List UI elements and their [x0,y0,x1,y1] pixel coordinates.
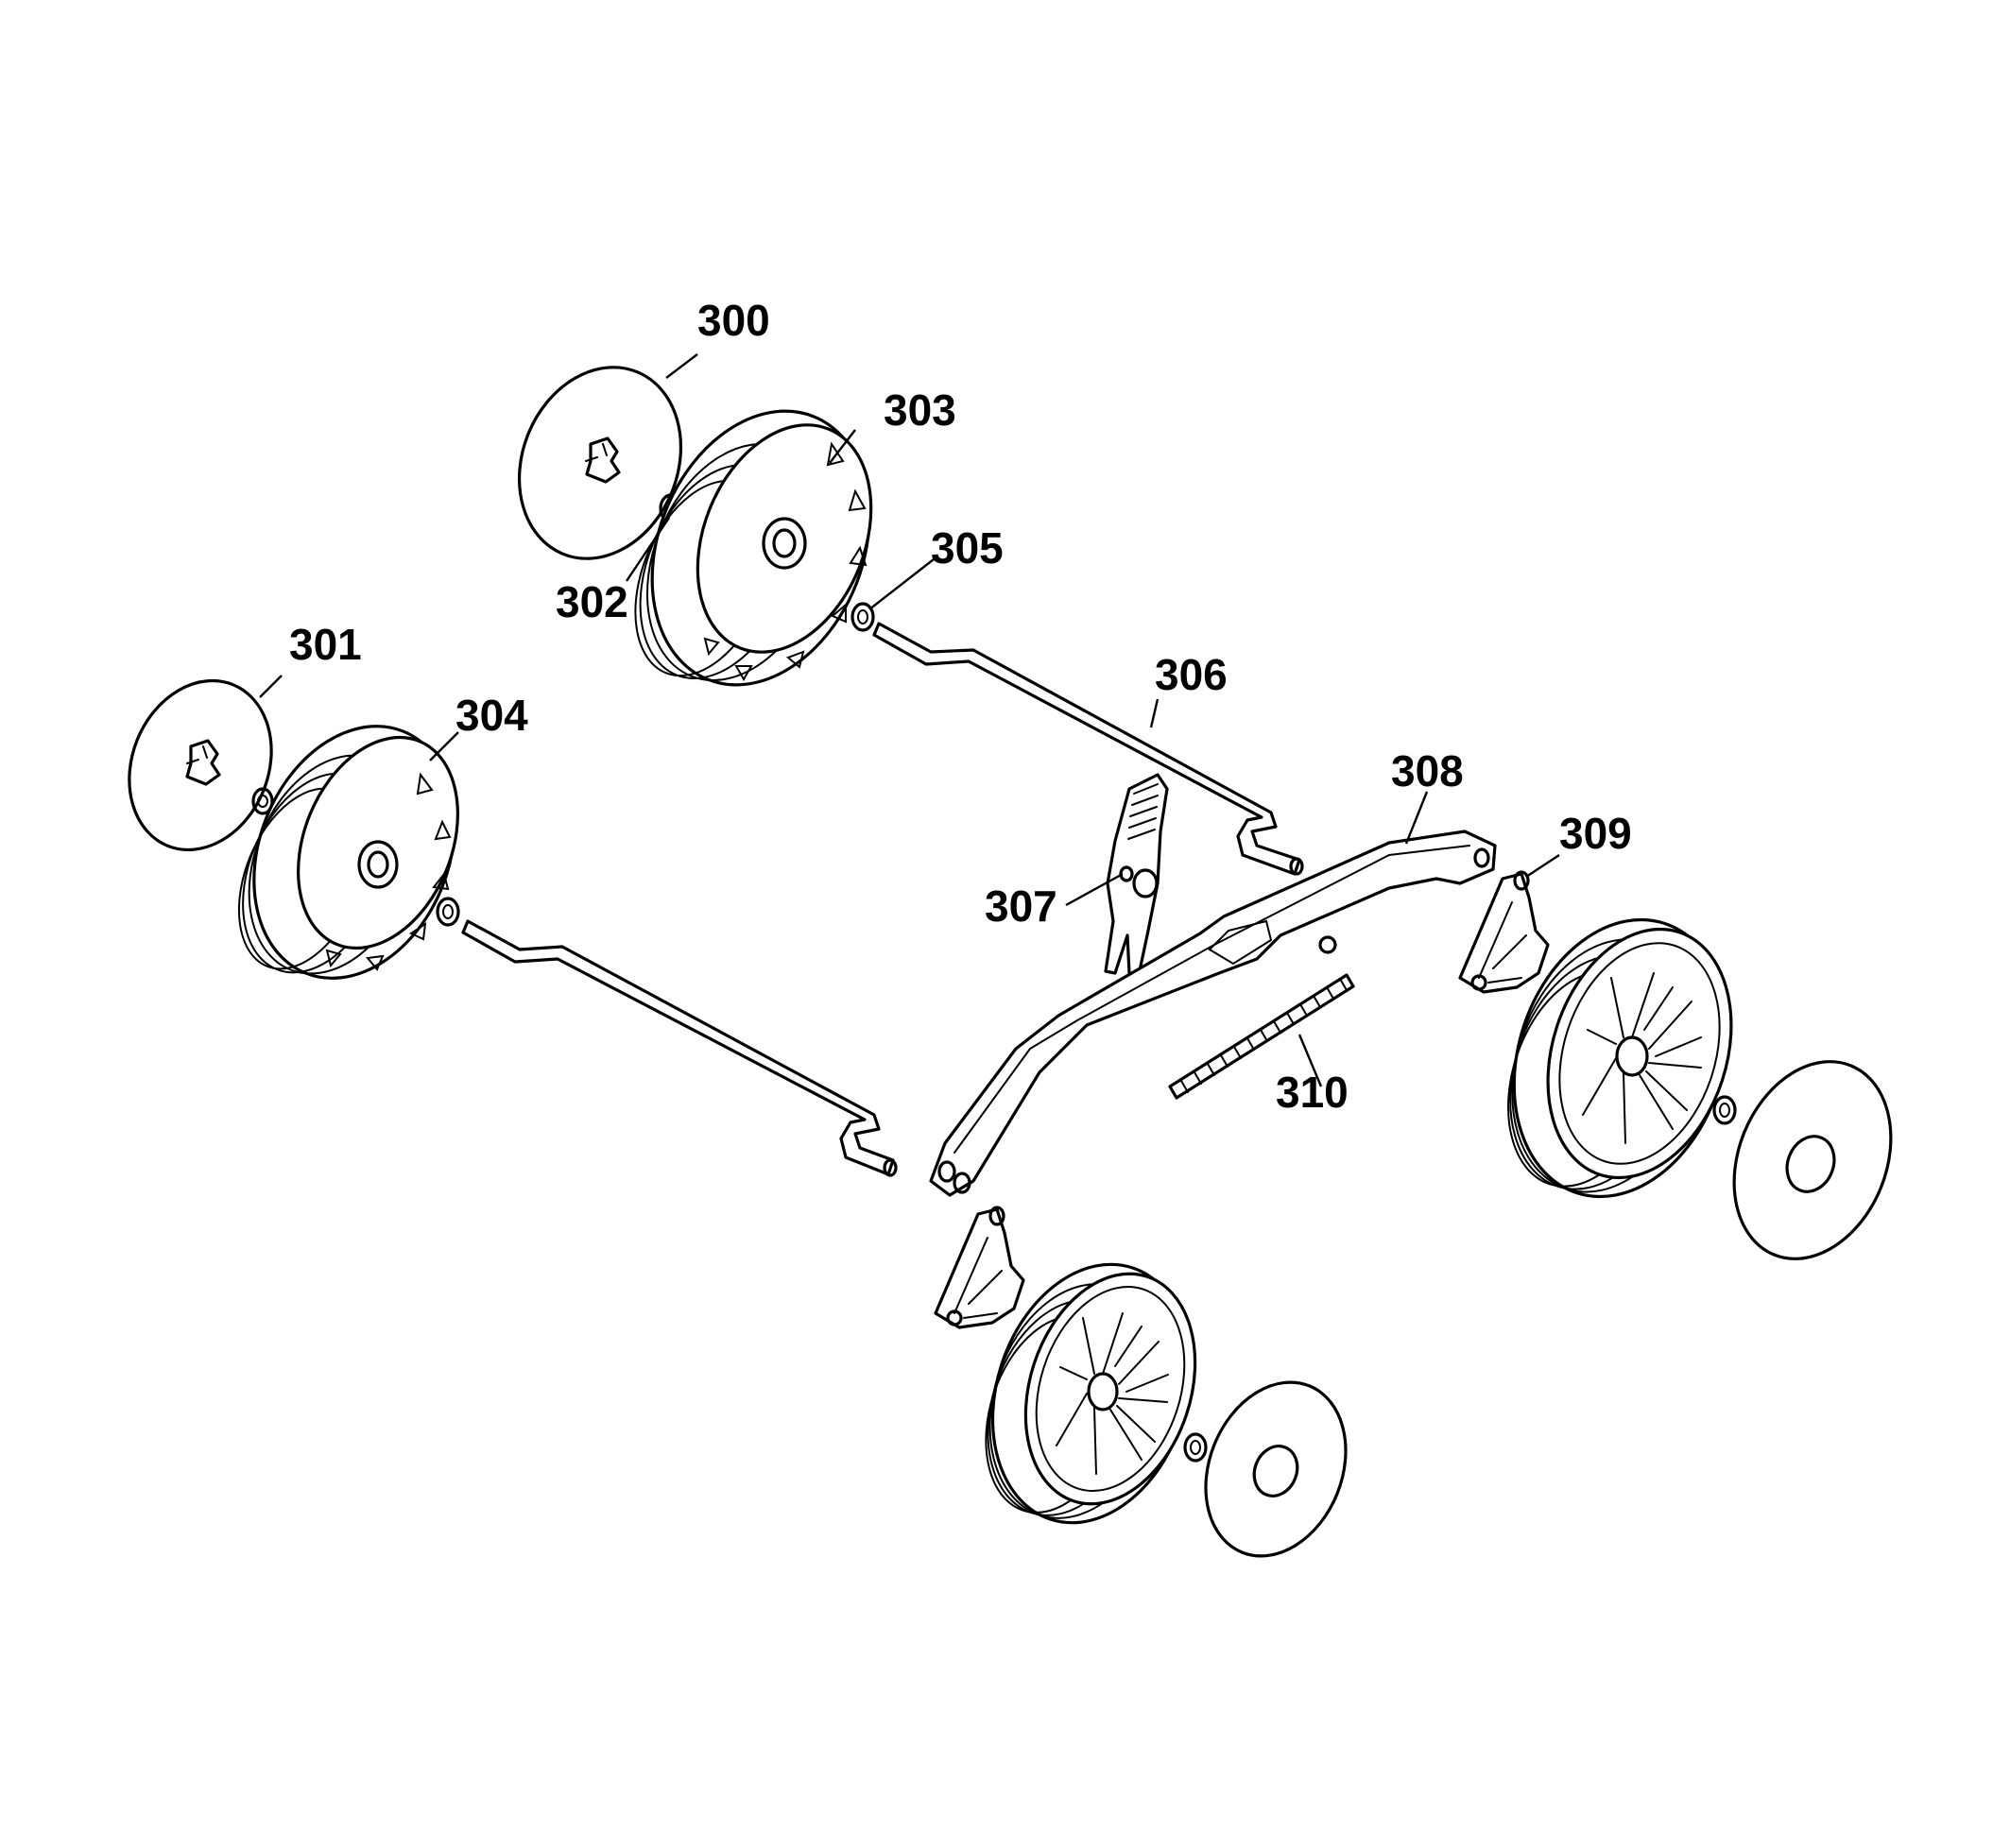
washer-right [1712,1095,1737,1125]
hubcap-bottom [1204,1380,1348,1558]
label-306: 306 [1155,650,1228,699]
axle-rod-left [461,919,898,1177]
label-310: 310 [1276,1068,1349,1117]
label-307: 307 [985,881,1057,931]
bracket-308 [929,830,1497,1197]
hubcap-301 [128,678,273,852]
bracket-309 [1458,870,1550,994]
label-305: 305 [931,523,1004,573]
label-304: 304 [455,691,528,740]
spring-310 [1168,973,1355,1100]
washer-305 [850,602,875,632]
label-300: 300 [697,296,770,345]
washer-304b [436,897,460,927]
lever-307 [1104,773,1169,977]
wheel-303 [634,409,873,687]
washer-bottom [1183,1432,1208,1463]
hubcap-300 [517,366,683,560]
label-303: 303 [884,385,956,435]
front-wheel-left [985,1262,1197,1525]
label-309: 309 [1559,809,1632,858]
axle-rod-306 [872,622,1304,876]
hubcap-right [1732,1060,1893,1260]
leader-lines [259,353,1560,1087]
bracket-front-left [934,1206,1025,1329]
washer-301b [251,787,274,815]
label-308: 308 [1391,746,1464,796]
wheel-304 [237,725,459,980]
front-wheel-right [1507,917,1733,1199]
label-301: 301 [289,620,362,669]
label-302: 302 [556,577,628,626]
